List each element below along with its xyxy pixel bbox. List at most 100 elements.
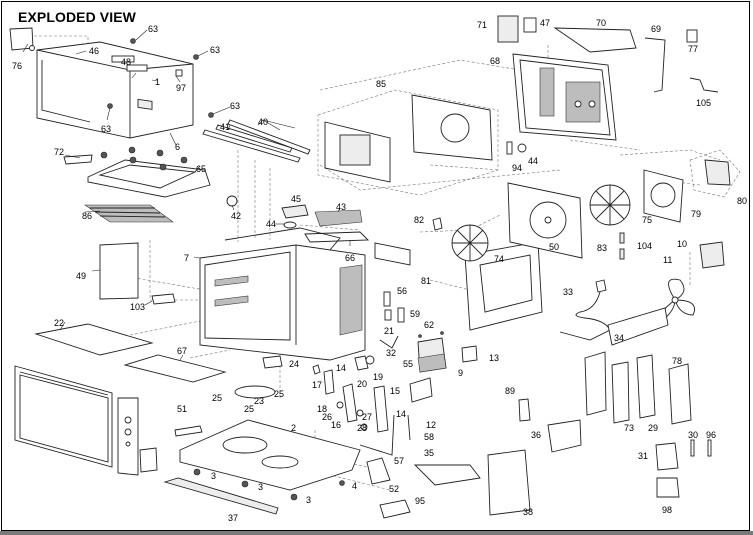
heater-tubes	[202, 119, 311, 163]
label-96: 96	[706, 430, 716, 440]
part-labels: 76 46 48 1 97 63 63 63 63 6 72 65 86 41 …	[12, 18, 747, 523]
transformer-36	[547, 419, 582, 453]
label-44: 44	[528, 156, 538, 166]
label-86: 86	[82, 211, 92, 221]
bracket-52	[366, 457, 391, 485]
part-21	[384, 309, 392, 321]
label-35: 35	[424, 448, 434, 458]
front-rail-37	[163, 477, 279, 515]
label-28: 28	[357, 423, 367, 433]
screw-4	[339, 480, 345, 486]
label-34: 34	[614, 333, 624, 343]
sensor-55	[379, 335, 399, 349]
part-89	[518, 398, 531, 422]
label-11: 11	[663, 255, 672, 265]
label-38: 38	[523, 507, 533, 517]
foot	[290, 493, 298, 501]
hinge-51	[174, 425, 203, 437]
bracket-95	[379, 499, 411, 519]
magnetron	[417, 331, 447, 373]
fuse-holder-56	[383, 291, 391, 307]
label-76: 76	[12, 61, 22, 71]
wire-rack	[84, 204, 174, 223]
board-31	[655, 442, 679, 471]
label-57: 57	[394, 456, 404, 466]
base-plate	[179, 419, 361, 491]
label-66: 66	[345, 253, 355, 263]
label-3: 3	[211, 471, 216, 481]
label-73: 73	[624, 423, 634, 433]
leader-lines	[22, 29, 351, 361]
label-26: 26	[322, 412, 332, 422]
label-4: 4	[352, 481, 357, 491]
label-30: 30	[688, 430, 698, 440]
label-25: 25	[274, 389, 284, 399]
fuse-96	[707, 439, 712, 457]
power-cord	[559, 279, 611, 341]
top-plate	[87, 146, 211, 198]
label-7: 7	[184, 253, 189, 263]
label-13: 13	[489, 353, 499, 363]
part-82	[432, 217, 443, 231]
fan-motor-10	[699, 241, 725, 269]
diagram-title: EXPLODED VIEW	[18, 9, 136, 25]
thermostat-42	[226, 195, 238, 207]
label-25: 25	[244, 404, 254, 414]
label-72: 72	[54, 147, 64, 157]
oven-cavity	[199, 227, 366, 361]
label-63: 63	[210, 45, 220, 55]
label-9: 9	[458, 368, 463, 378]
label-62: 62	[424, 320, 434, 330]
outer-cabinet	[36, 41, 194, 139]
cooling-fan-75	[589, 184, 631, 226]
control-board-assembly	[584, 307, 692, 425]
label-48: 48	[121, 57, 131, 67]
heater-81	[374, 242, 411, 266]
label-49: 49	[76, 271, 86, 281]
label-29: 29	[648, 423, 658, 433]
part-104	[619, 232, 625, 244]
capacitor-12	[409, 377, 433, 403]
label-85: 85	[376, 79, 386, 89]
label-42: 42	[231, 211, 241, 221]
bracket-70	[553, 27, 637, 53]
label-63: 63	[230, 101, 240, 111]
label-103: 103	[130, 302, 145, 312]
screws	[107, 38, 214, 118]
rear-plate	[464, 241, 543, 331]
sensor-44	[283, 221, 297, 229]
label-63: 63	[148, 24, 158, 34]
label-94: 94	[512, 163, 522, 173]
foot	[193, 468, 201, 476]
label-68: 68	[490, 56, 500, 66]
label-98: 98	[662, 505, 672, 515]
label-24: 24	[289, 359, 299, 369]
label-15: 15	[390, 386, 400, 396]
label-2: 2	[291, 423, 296, 433]
foot	[241, 480, 249, 488]
label-3: 3	[258, 482, 263, 492]
part-47	[523, 17, 537, 33]
label-23: 23	[254, 396, 264, 406]
heater-grill-43	[314, 209, 363, 227]
label-75: 75	[642, 215, 652, 225]
part-104	[619, 248, 625, 260]
label-47: 47	[540, 18, 550, 28]
label-65: 65	[196, 164, 206, 174]
label-95: 95	[415, 496, 425, 506]
turntable-support-23	[234, 385, 276, 399]
label-22: 22	[54, 318, 64, 328]
label-19: 19	[373, 372, 383, 382]
label-46: 46	[89, 46, 99, 56]
label-55: 55	[403, 359, 413, 369]
label-33: 33	[563, 287, 573, 297]
label-58: 58	[424, 432, 434, 442]
label-83: 83	[597, 243, 607, 253]
part-71	[497, 15, 519, 43]
label-104: 104	[637, 241, 652, 251]
panel-49	[99, 242, 139, 300]
label-32: 32	[386, 348, 396, 358]
convection-chamber	[317, 89, 499, 196]
label-50: 50	[549, 242, 559, 252]
